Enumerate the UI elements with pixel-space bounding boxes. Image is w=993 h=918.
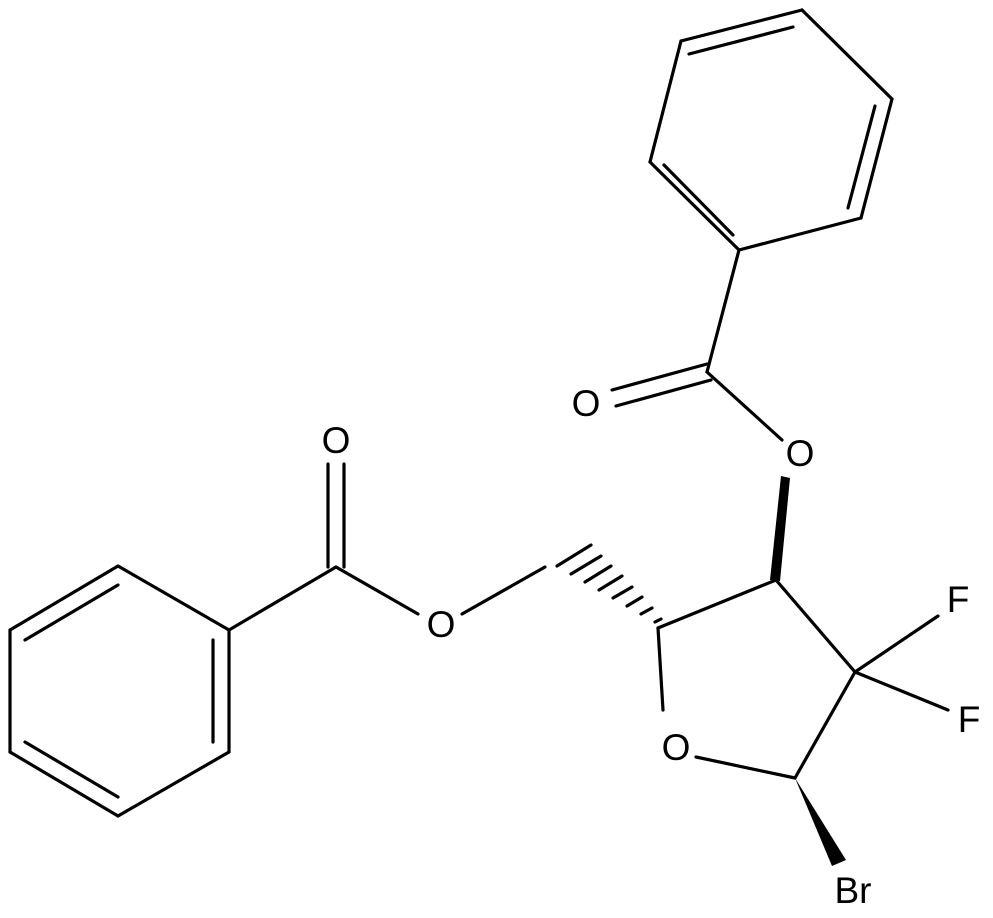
bond-carbonyl — [610, 362, 709, 392]
hash — [555, 543, 593, 568]
bond — [116, 750, 231, 818]
bond — [334, 565, 420, 616]
wedge-bond-c3-o — [770, 476, 790, 581]
bond — [656, 626, 665, 712]
bond-inner — [687, 25, 795, 56]
bond — [737, 216, 863, 252]
hash — [597, 574, 624, 592]
bond — [705, 370, 784, 442]
left-carbonyl: O — [227, 420, 351, 632]
bond — [774, 578, 857, 674]
bond — [793, 670, 857, 780]
bond-inner — [846, 104, 877, 210]
bond — [648, 160, 741, 252]
atom-f2: F — [958, 699, 981, 740]
atom-br: Br — [835, 870, 872, 911]
bond — [705, 248, 741, 374]
bond — [656, 578, 778, 630]
bond-inner — [662, 163, 735, 237]
atom-o-ring: O — [662, 727, 691, 768]
atom-o-ester-upper: O — [786, 433, 815, 474]
bond — [116, 564, 231, 632]
bond — [8, 564, 120, 632]
upper-ester: O O — [572, 248, 815, 474]
bond — [859, 97, 894, 220]
bond — [227, 565, 338, 632]
bond — [800, 8, 894, 101]
left-phenyl-ring — [8, 564, 231, 818]
bond-carbonyl — [614, 378, 713, 408]
upper-phenyl-ring — [648, 8, 894, 252]
hash — [653, 617, 663, 624]
bond — [648, 39, 683, 164]
hash-bond-c4-ch2 — [555, 543, 663, 624]
bond — [679, 8, 804, 43]
atom-o-carbonyl-left: O — [322, 420, 351, 461]
hash — [639, 606, 654, 616]
bond-inner — [23, 583, 120, 642]
furanose-ring: O — [656, 578, 857, 780]
hash — [625, 595, 644, 608]
bond — [853, 614, 940, 674]
hash — [583, 564, 613, 584]
bond — [460, 565, 547, 616]
fluorines: F F — [853, 579, 981, 740]
atom-o-carbonyl-upper: O — [572, 383, 601, 424]
bond — [694, 755, 797, 780]
bond — [853, 670, 950, 712]
atom-o-ester-left: O — [427, 604, 456, 645]
hash — [569, 554, 603, 576]
bond-inner — [23, 740, 120, 799]
hash — [611, 585, 634, 600]
bond — [8, 750, 120, 818]
wedge-bond-c1-br — [795, 778, 846, 866]
atom-f1: F — [947, 579, 970, 620]
